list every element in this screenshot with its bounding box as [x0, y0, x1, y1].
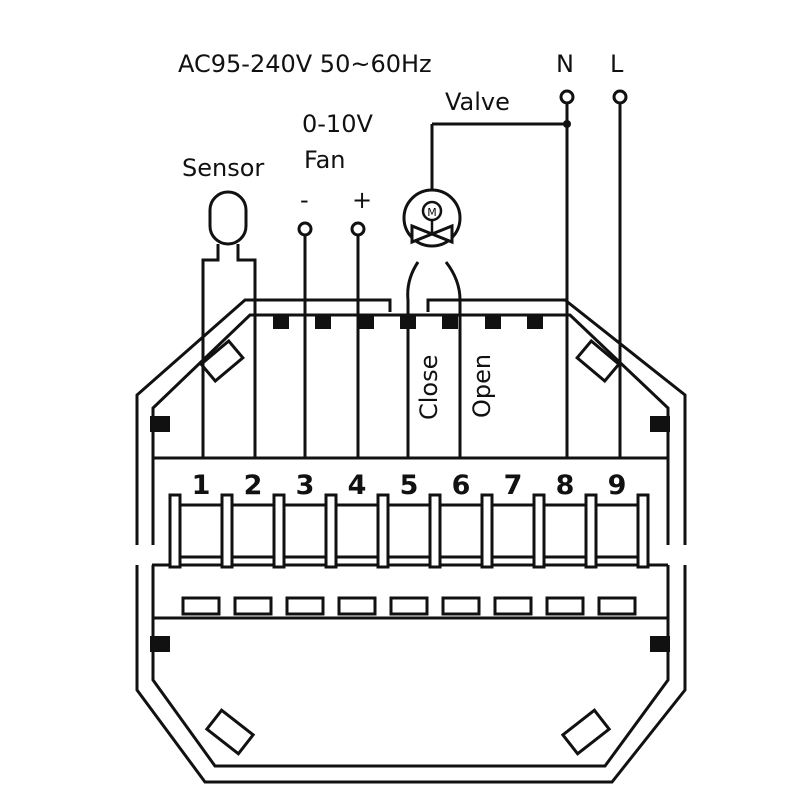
terminal-number-8: 8 [556, 470, 575, 501]
thermostat-housing [135, 298, 687, 784]
live-terminal-icon [612, 89, 628, 105]
fan-voltage-label: 0-10V [302, 110, 373, 138]
terminal-screw-7 [490, 503, 536, 559]
open-label: Open [468, 354, 496, 418]
terminal-screw-5 [386, 503, 432, 559]
terminal-release-tab [389, 596, 429, 616]
live-label: L [610, 50, 624, 78]
close-label: Close [415, 355, 443, 420]
fan-wires [297, 221, 366, 458]
terminal-release-tab [337, 596, 377, 616]
terminal-release-tab [597, 596, 637, 616]
terminal-screw-9 [594, 503, 640, 559]
terminal-screw-2 [230, 503, 276, 559]
terminal-screw-8 [542, 503, 588, 559]
terminal-number-7: 7 [504, 470, 523, 501]
terminal-release-tab [545, 596, 585, 616]
motor-label: M [427, 206, 437, 219]
terminal-number-4: 4 [348, 470, 367, 501]
terminal-screw-4 [334, 503, 380, 559]
fan-plus-terminal-icon [350, 221, 366, 237]
terminal-number-9: 9 [608, 470, 627, 501]
terminal-number-1: 1 [192, 470, 211, 501]
terminal-release-tab [181, 596, 221, 616]
terminal-block: 1 2 3 4 5 6 7 8 9 [152, 456, 668, 620]
fan-minus-terminal-icon [297, 221, 313, 237]
valve-label: Valve [445, 88, 510, 116]
fan-plus-label: + [352, 186, 372, 214]
power-supply-label: AC95-240V 50~60Hz [178, 50, 432, 78]
terminal-number-6: 6 [452, 470, 471, 501]
terminal-release-tab [285, 596, 325, 616]
sensor-label: Sensor [182, 154, 264, 182]
fan-label: Fan [304, 146, 346, 174]
sensor-icon [201, 190, 257, 458]
neutral-terminal-icon [559, 89, 575, 105]
terminal-number-2: 2 [244, 470, 263, 501]
terminal-release-tab [441, 596, 481, 616]
terminal-screw-3 [282, 503, 328, 559]
neutral-label: N [556, 50, 574, 78]
supply-wires [430, 89, 628, 458]
valve-motor-icon: M [402, 188, 462, 458]
terminal-screw-6 [438, 503, 484, 559]
terminal-number-3: 3 [296, 470, 315, 501]
fan-minus-label: - [300, 186, 309, 214]
terminal-release-tab [233, 596, 273, 616]
terminal-number-5: 5 [400, 470, 419, 501]
terminal-screw-1 [178, 503, 224, 559]
terminal-release-tab [493, 596, 533, 616]
